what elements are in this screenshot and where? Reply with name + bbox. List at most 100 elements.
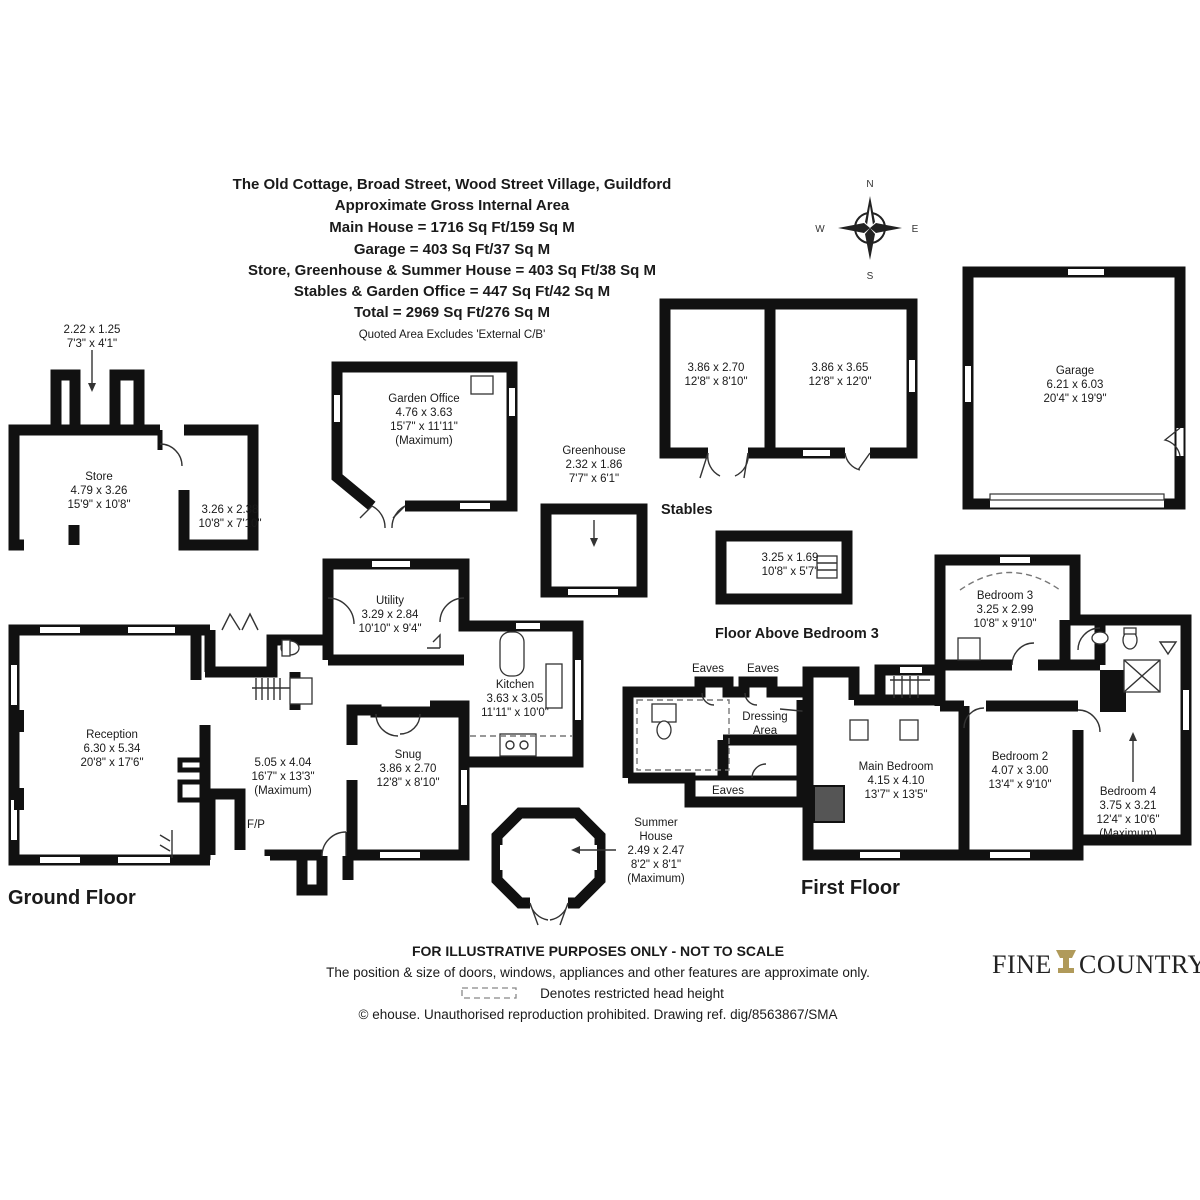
garden-office-name: Garden Office [388,393,459,405]
greenhouse-size-metric: 2.32 x 1.86 [566,459,623,471]
kitchen-size-metric: 3.63 x 3.05 [487,693,544,705]
garden-office-size-metric: 4.76 x 3.63 [396,407,453,419]
compass-rose-icon: N E S W [815,179,918,282]
store-size-imperial: 15'9" x 10'8" [67,499,130,511]
reception-size-imperial: 20'8" x 17'6" [80,757,143,769]
stables-label: Stables [661,502,713,518]
snug-name: Snug [395,749,422,761]
store-group-area: Store, Greenhouse & Summer House = 403 S… [248,262,656,279]
stable-two-size-imperial: 12'8" x 12'0" [808,376,871,388]
dressing-area-label-2: Area [753,725,778,737]
eaves-label-2: Eaves [747,663,779,675]
garage-area: Garage = 403 Sq Ft/37 Sq M [354,241,550,258]
restricted-height-key-swatch [461,987,517,999]
garden-office-size-imperial: 15'7" x 11'11" [390,421,458,433]
main-house-area: Main House = 1716 Sq Ft/159 Sq M [329,219,575,236]
main-bedroom-size-imperial: 13'7" x 13'5" [864,789,927,801]
kitchen-size-imperial: 11'11" x 10'0" [481,707,549,719]
bedroom-4-name: Bedroom 4 [1100,786,1157,798]
hall-max: (Maximum) [254,785,312,797]
snug-size-metric: 3.86 x 2.70 [380,763,437,775]
plan-footer: FOR ILLUSTRATIVE PURPOSES ONLY - NOT TO … [326,943,870,1022]
main-bedroom-size-metric: 4.15 x 4.10 [868,775,925,787]
store-porch-size-imperial: 7'3" x 4'1" [67,338,117,350]
summer-house-building: Summer House 2.49 x 2.47 8'2" x 8'1" (Ma… [491,807,685,926]
urn-icon [1056,950,1076,973]
copyright-notice: © ehouse. Unauthorised reproduction proh… [359,1007,838,1022]
eaves-label-1: Eaves [692,663,724,675]
reception-name: Reception [86,729,138,741]
store-two-size-imperial: 10'8" x 7'10" [198,518,261,530]
restricted-height-key: Denotes restricted head height [540,986,724,1001]
floor-above-size-metric: 3.25 x 1.69 [762,552,819,564]
ground-floor-plan: 5.05 x 4.04 16'7" x 13'3" (Maximum) F/P … [8,558,584,909]
bedroom-2-size-imperial: 13'4" x 9'10" [988,779,1051,791]
plan-header: The Old Cottage, Broad Street, Wood Stre… [233,176,672,341]
hall-size-metric: 5.05 x 4.04 [255,757,313,769]
floor-above-bedroom-3: 3.25 x 1.69 10'8" x 5'7" Floor Above Bed… [715,530,879,642]
store-two-size-metric: 3.26 x 2.38 [202,504,259,516]
stables-building: 3.86 x 2.70 12'8" x 8'10" 3.86 x 3.65 12… [659,298,918,518]
greenhouse-name: Greenhouse [562,445,625,457]
compass-east: E [912,224,919,235]
first-floor-plan: Eaves Eaves Dressing Area Eaves Main Bed… [622,554,1192,899]
compass-north: N [866,179,873,190]
stable-one-size-metric: 3.86 x 2.70 [688,362,745,374]
snug-size-imperial: 12'8" x 8'10" [376,777,439,789]
summer-house-size-imperial: 8'2" x 8'1" [631,859,681,871]
agent-logo: FINE COUNTRY [992,950,1200,979]
reception-size-metric: 6.30 x 5.34 [84,743,142,755]
utility-size-imperial: 10'10" x 9'4" [358,623,421,635]
bedroom-3-name: Bedroom 3 [977,590,1033,602]
bedroom-3-size-imperial: 10'8" x 9'10" [973,618,1036,630]
garden-office-max: (Maximum) [395,435,453,447]
compass-south: S [867,271,874,282]
bedroom-4-max: (Maximum) [1099,828,1157,840]
ground-floor-label: Ground Floor [8,887,136,909]
logo-text-country: COUNTRY [1079,950,1200,979]
summer-house-name-2: House [639,831,672,843]
fireplace-label: F/P [247,819,265,831]
summer-house-name: Summer [634,817,678,829]
dressing-area-label: Dressing [742,711,787,723]
area-title: Approximate Gross Internal Area [335,197,570,214]
disclaimer-position: The position & size of doors, windows, a… [326,965,870,980]
stable-one-size-imperial: 12'8" x 8'10" [684,376,747,388]
total-area: Total = 2969 Sq Ft/276 Sq M [354,304,550,321]
garage-building: Garage 6.21 x 6.03 20'4" x 19'9" [962,266,1186,510]
bedroom-4-size-metric: 3.75 x 3.21 [1100,800,1157,812]
floor-above-size-imperial: 10'8" x 5'7" [762,566,819,578]
store-porch-size-metric: 2.22 x 1.25 [64,324,121,336]
bedroom-2-size-metric: 4.07 x 3.00 [992,765,1049,777]
garden-office-building: Garden Office 4.76 x 3.63 15'7" x 11'11"… [331,361,518,529]
address-heading: The Old Cottage, Broad Street, Wood Stre… [233,176,672,193]
stables-group-area: Stables & Garden Office = 447 Sq Ft/42 S… [294,283,610,300]
summer-house-max: (Maximum) [627,873,685,885]
garage-size-imperial: 20'4" x 19'9" [1043,393,1106,405]
greenhouse-building: Greenhouse 2.32 x 1.86 7'7" x 6'1" [540,445,648,598]
store-building: 2.22 x 1.25 7'3" x 4'1" Store 4.79 x 3.2… [8,324,262,551]
utility-size-metric: 3.29 x 2.84 [362,609,420,621]
logo-text-fine: FINE [992,950,1052,979]
first-floor-label: First Floor [801,877,900,899]
compass-west: W [815,224,825,235]
bedroom-4-size-imperial: 12'4" x 10'6" [1096,814,1159,826]
kitchen-name: Kitchen [496,679,534,691]
floor-above-label: Floor Above Bedroom 3 [715,626,879,642]
utility-name: Utility [376,595,404,607]
eaves-label-3: Eaves [712,785,744,797]
disclaimer-heading: FOR ILLUSTRATIVE PURPOSES ONLY - NOT TO … [412,943,784,959]
stable-two-size-metric: 3.86 x 3.65 [812,362,869,374]
area-exclusion-note: Quoted Area Excludes 'External C/B' [359,329,546,341]
summer-house-size-metric: 2.49 x 2.47 [628,845,685,857]
store-size-metric: 4.79 x 3.26 [71,485,128,497]
greenhouse-size-imperial: 7'7" x 6'1" [569,473,619,485]
garage-size-metric: 6.21 x 6.03 [1047,379,1104,391]
main-bedroom-name: Main Bedroom [859,761,934,773]
garage-name: Garage [1056,365,1094,377]
hall-size-imperial: 16'7" x 13'3" [251,771,314,783]
bedroom-3-size-metric: 3.25 x 2.99 [977,604,1034,616]
bedroom-2-name: Bedroom 2 [992,751,1048,763]
store-name: Store [85,471,113,483]
